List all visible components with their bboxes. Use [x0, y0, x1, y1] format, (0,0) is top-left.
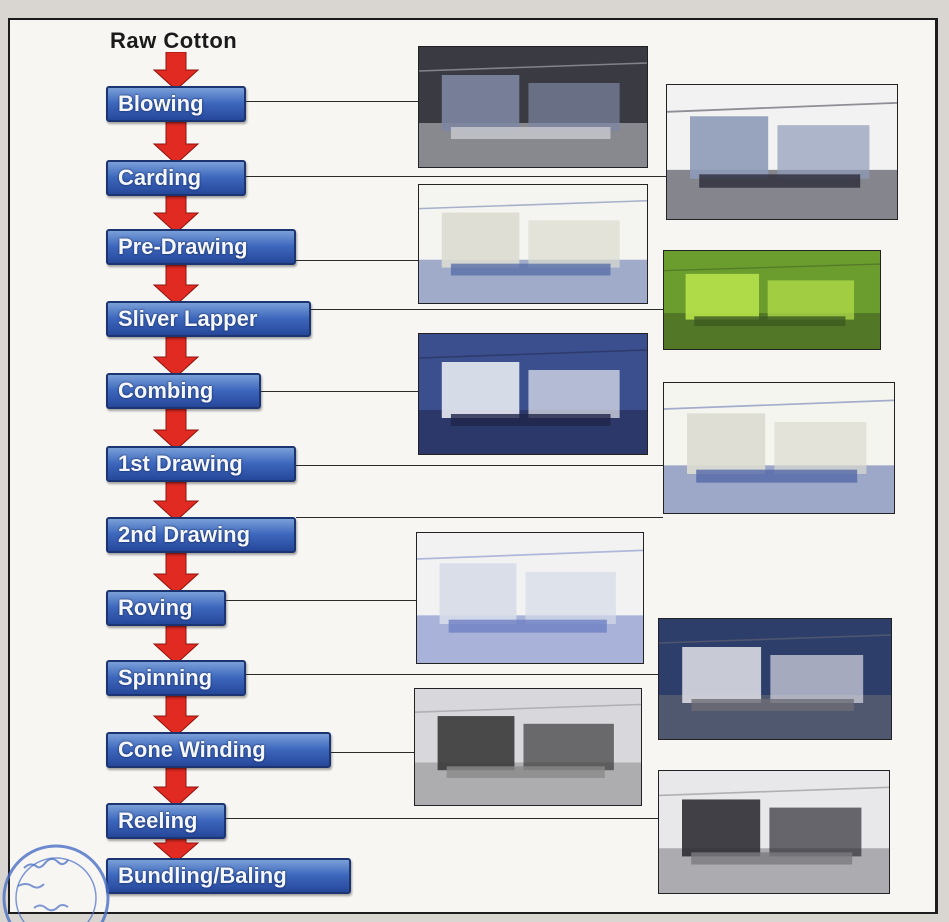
- connector-line: [246, 176, 666, 177]
- drawing-machine-photo: [663, 382, 895, 514]
- process-step-combing: Combing: [106, 373, 261, 409]
- process-step-1st-drawing: 1st Drawing: [106, 446, 296, 482]
- down-arrow-icon: [152, 626, 200, 664]
- down-arrow-icon: [152, 768, 200, 807]
- process-step-pre-drawing: Pre-Drawing: [106, 229, 296, 265]
- cone-winding-machine-photo: [414, 688, 642, 806]
- down-arrow-icon: [152, 839, 200, 862]
- pre-drawing-machine-photo: [418, 184, 648, 304]
- blowing-machine-photo: [418, 46, 648, 168]
- process-step-spinning: Spinning: [106, 660, 246, 696]
- down-arrow-icon: [152, 553, 200, 594]
- carding-machine-photo: [666, 84, 898, 220]
- reeling-machine-photo: [658, 770, 890, 894]
- connector-line: [246, 674, 658, 675]
- process-step-bundling-baling: Bundling/Baling: [106, 858, 351, 894]
- connector-line: [246, 101, 418, 102]
- connector-line: [296, 465, 663, 466]
- down-arrow-icon: [152, 482, 200, 521]
- connector-line: [261, 391, 418, 392]
- down-arrow-icon: [152, 265, 200, 305]
- raw-cotton-label: Raw Cotton: [110, 28, 238, 53]
- ring-spinning-frame-photo: [658, 618, 892, 740]
- seal-stamp-icon: [2, 844, 110, 922]
- process-step-reeling: Reeling: [106, 803, 226, 839]
- process-step-cone-winding: Cone Winding: [106, 732, 331, 768]
- sliver-lapper-machine-photo: [663, 250, 881, 350]
- down-arrow-icon: [152, 196, 200, 233]
- roving-frame-photo: [416, 532, 644, 664]
- connector-line: [311, 309, 663, 310]
- connector-line: [331, 752, 414, 753]
- combing-machine-photo: [418, 333, 648, 455]
- process-step-roving: Roving: [106, 590, 226, 626]
- connector-line: [226, 600, 416, 601]
- process-step-2nd-drawing: 2nd Drawing: [106, 517, 296, 553]
- connector-line: [296, 260, 418, 261]
- connector-line: [296, 517, 663, 518]
- process-step-carding: Carding: [106, 160, 246, 196]
- down-arrow-icon: [152, 696, 200, 736]
- process-step-blowing: Blowing: [106, 86, 246, 122]
- down-arrow-icon: [152, 122, 200, 164]
- process-step-sliver-lapper: Sliver Lapper: [106, 301, 311, 337]
- connector-line: [226, 818, 658, 819]
- down-arrow-icon: [152, 337, 200, 377]
- down-arrow-icon: [152, 52, 200, 90]
- down-arrow-icon: [152, 409, 200, 450]
